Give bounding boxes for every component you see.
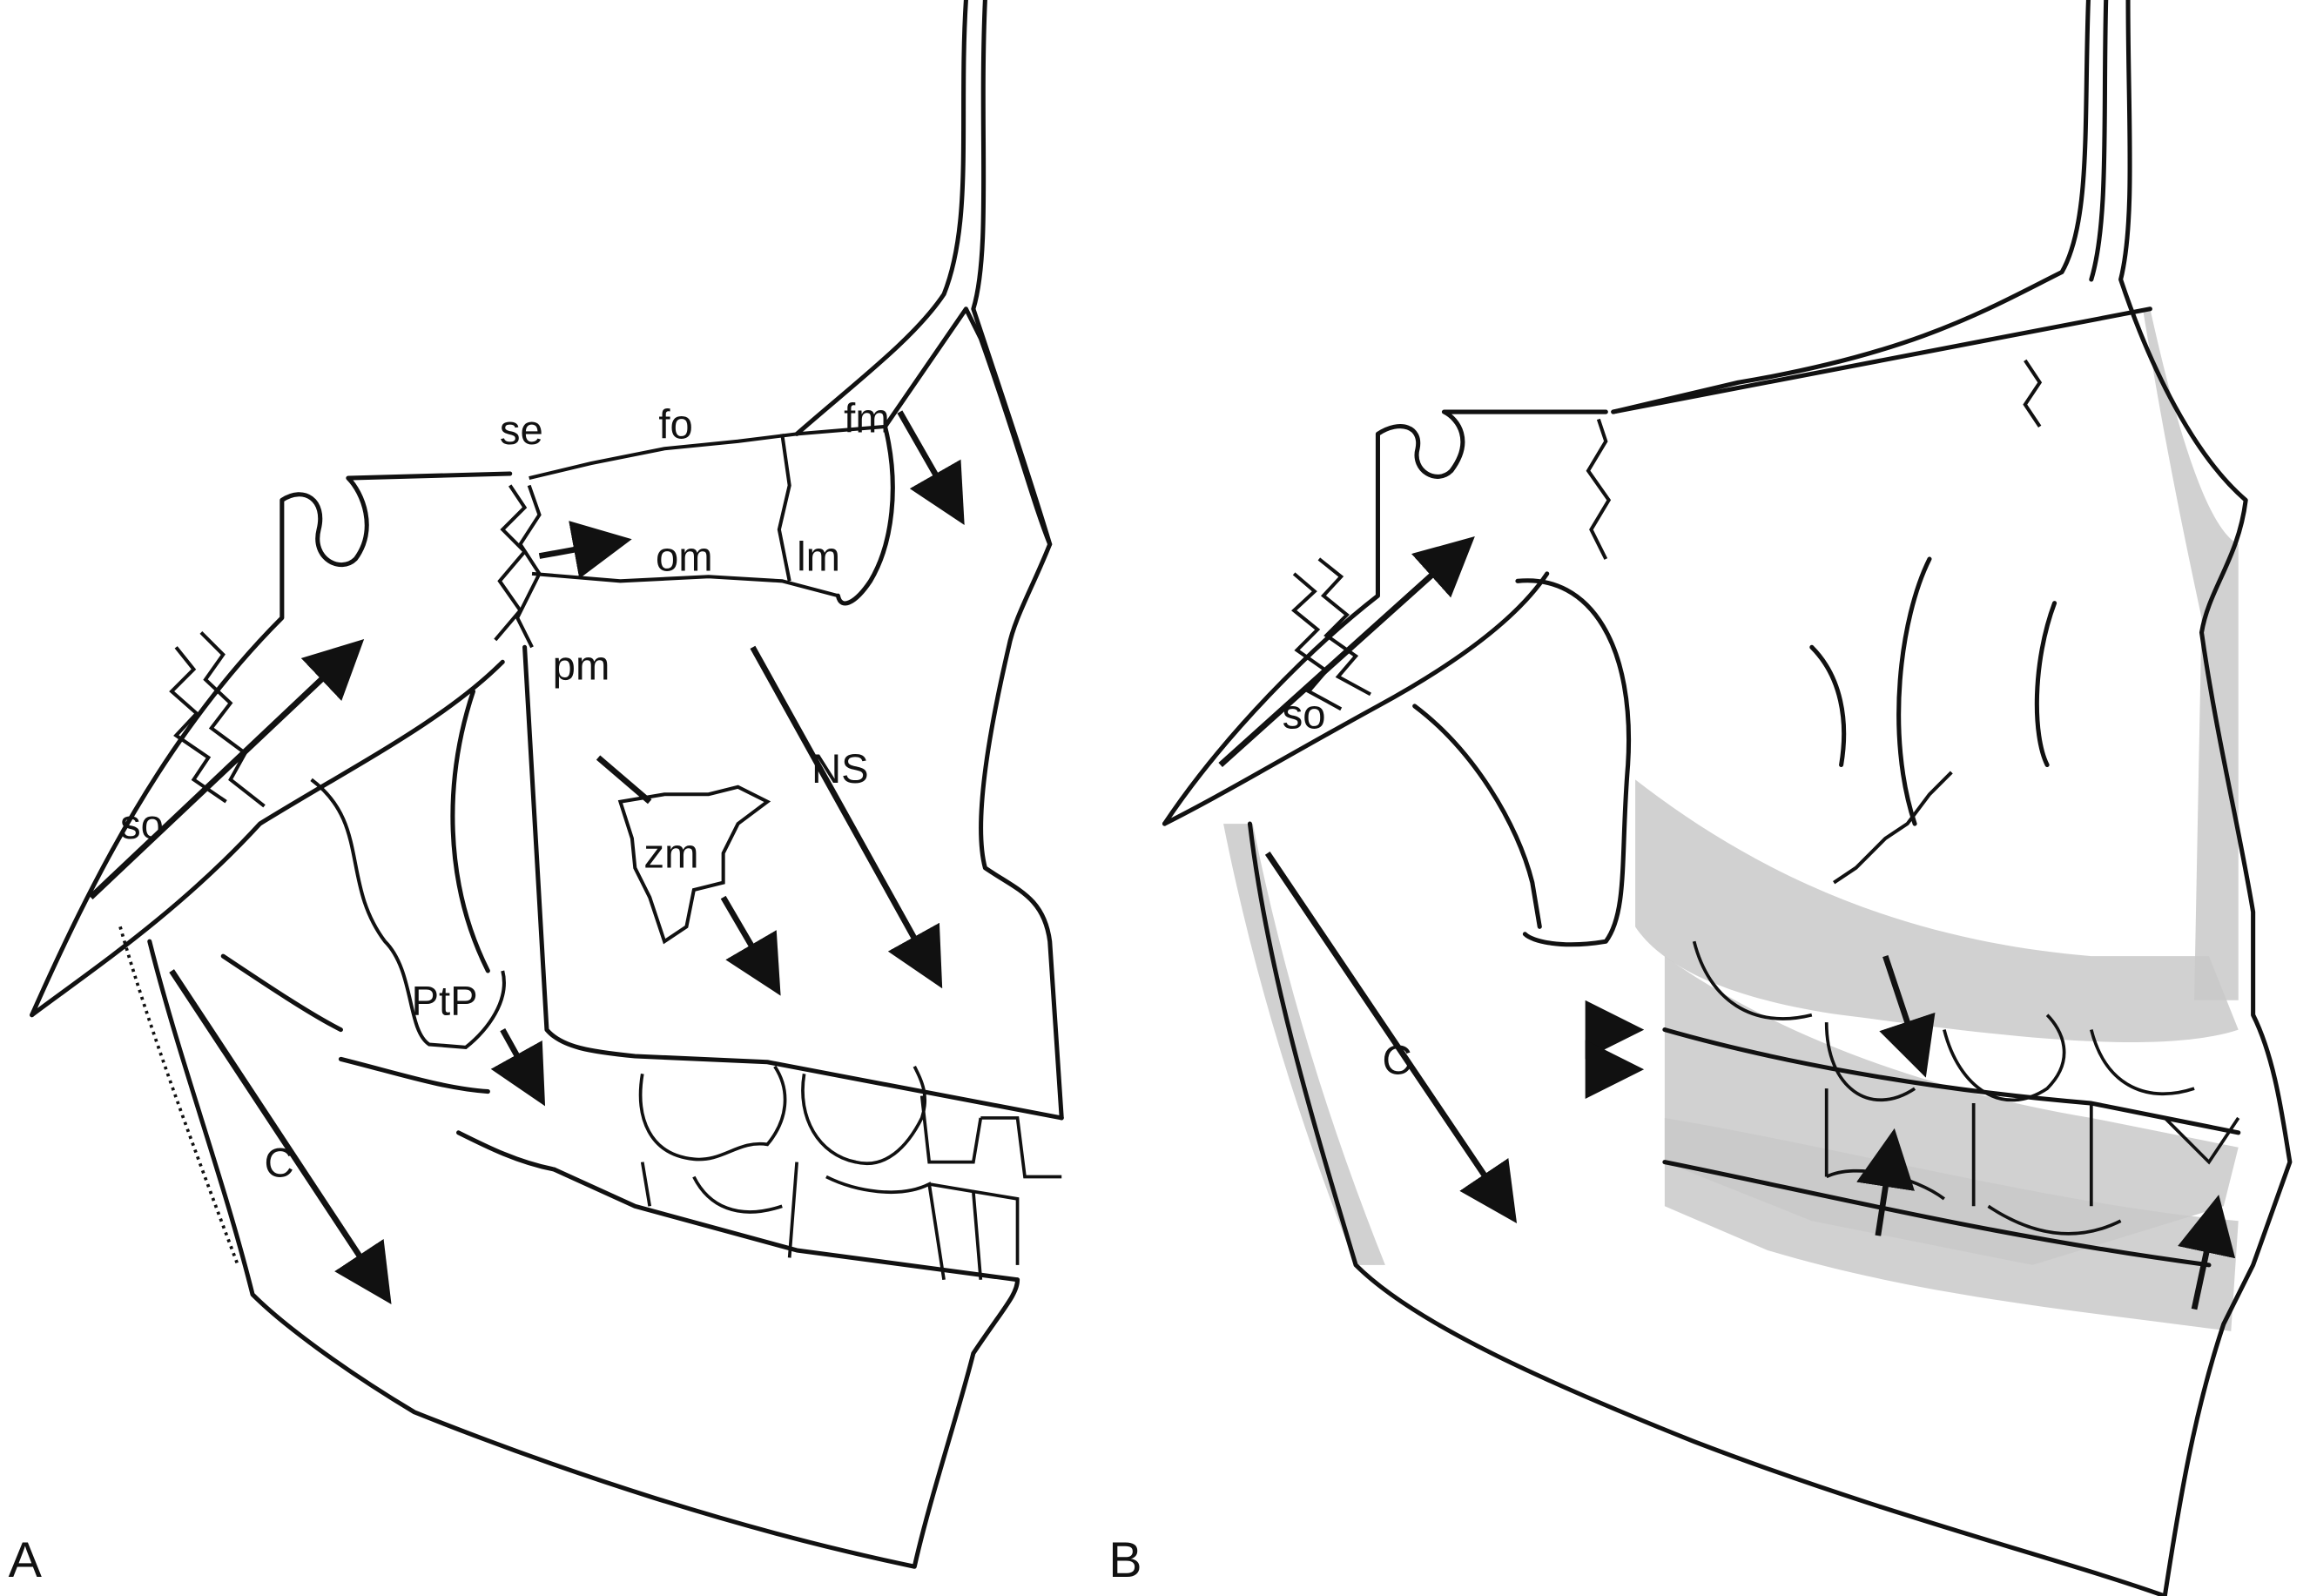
- label-c-b: C: [1383, 1037, 1412, 1083]
- label-zm: zm: [643, 832, 698, 878]
- label-so: so: [120, 802, 164, 848]
- panel-letter-a: A: [9, 1532, 43, 1588]
- skull-outline-a: [30, 0, 1064, 1569]
- label-pm: pm: [553, 643, 610, 690]
- label-ptp: PtP: [412, 979, 478, 1025]
- skull-outline-b: [1162, 0, 2293, 1596]
- label-fm: fm: [844, 396, 890, 442]
- growth-arrows-b: [1218, 536, 2236, 1310]
- growth-shading-b: [1223, 308, 2239, 1331]
- label-c: C: [265, 1141, 294, 1187]
- label-lm: lm: [797, 534, 840, 580]
- label-so-b: so: [1283, 691, 1326, 737]
- label-fo: fo: [658, 401, 692, 448]
- label-ns: NS: [812, 746, 869, 792]
- growth-arrows-a: [88, 410, 965, 1304]
- panel-letter-b: B: [1108, 1532, 1142, 1588]
- panel-a: se fo fm om lm pm so NS zm PtP C A: [9, 0, 1064, 1588]
- label-om: om: [656, 534, 713, 580]
- label-se: se: [500, 407, 543, 454]
- panel-b: so C B: [1108, 0, 2293, 1596]
